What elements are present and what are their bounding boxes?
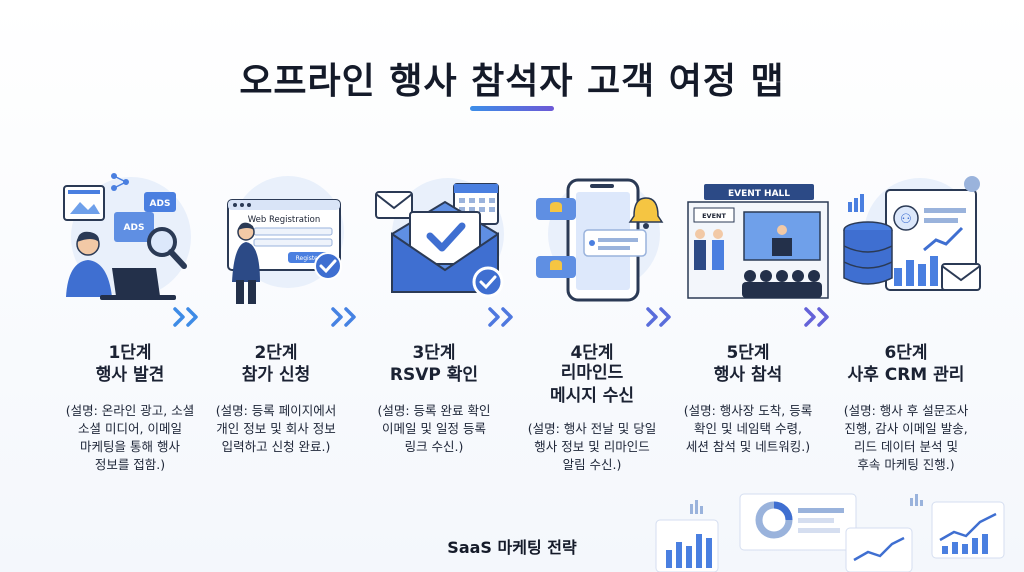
step-3-number: 3단계 xyxy=(412,343,456,363)
flow-arrow-5 xyxy=(804,307,829,327)
crm-database-icon: ⚇ xyxy=(843,176,981,291)
step-5-description: (설명: 행사장 도착, 등록 확인 및 네임택 수령, 세션 참석 및 네트워… xyxy=(683,403,813,454)
step-2-title: 참가 신청 xyxy=(241,365,311,385)
step-4-number: 4단계 xyxy=(570,343,614,363)
step-3-title: RSVP 확인 xyxy=(389,365,479,385)
flow-arrow-2 xyxy=(331,307,356,327)
dashboard-decoration-icon xyxy=(655,493,1005,572)
step-1-number: 1단계 xyxy=(108,343,152,363)
step-2-description: (설명: 등록 페이지에서 개인 정보 및 회사 정보 입력하고 신청 완료.) xyxy=(215,403,337,454)
register-button-text: Register xyxy=(296,255,321,262)
footer-caption: SaaS 마케팅 전략 xyxy=(447,538,577,557)
step-2-number: 2단계 xyxy=(254,343,298,363)
step-4-description: (설명: 행사 전날 및 당일 행사 정보 및 리마인드 알림 수신.) xyxy=(527,421,657,472)
laptop-ads-icon: ADS ADS xyxy=(63,173,191,300)
web-registration-icon: Web Registration Register xyxy=(227,176,344,304)
ads-banner-text: ADS xyxy=(124,223,145,233)
ads-badge-text: ADS xyxy=(150,199,171,209)
step-3-description: (설명: 등록 완료 확인 이메일 및 일정 등록 링크 수신.) xyxy=(377,403,491,454)
page-title: 오프라인 행사 참석자 고객 여정 맵 xyxy=(239,61,785,102)
step-1-description: (설명: 온라인 광고, 소셜 소셜 미디어, 이메일 마케팅을 통해 행사 정… xyxy=(65,403,195,472)
step-6-number: 6단계 xyxy=(884,343,928,363)
step-6-title: 사후 CRM 관리 xyxy=(847,365,965,385)
step-1-title: 행사 발견 xyxy=(95,365,165,385)
event-hall-icon: EVENT HALL EVENT xyxy=(687,184,829,299)
step-5-number: 5단계 xyxy=(726,343,770,363)
flow-arrow-3 xyxy=(488,307,513,327)
step-4-title: 리마인드 메시지 수신 xyxy=(549,363,635,406)
svg-text:⚇: ⚇ xyxy=(900,212,912,227)
journey-flow-line xyxy=(52,307,970,327)
email-confirm-icon xyxy=(375,178,504,298)
event-hall-sign-text: EVENT HALL xyxy=(728,189,790,199)
title-underline xyxy=(470,106,554,111)
step-5-title: 행사 참석 xyxy=(713,365,783,385)
event-sign-text: EVENT xyxy=(702,212,726,220)
phone-reminder-icon xyxy=(536,178,664,302)
flow-arrow-4 xyxy=(646,307,671,327)
flow-arrow-1 xyxy=(173,307,198,327)
web-registration-text: Web Registration xyxy=(248,215,321,225)
step-6-description: (설명: 행사 후 설문조사 진행, 감사 이메일 발송, 리드 데이터 분석 … xyxy=(843,403,969,472)
